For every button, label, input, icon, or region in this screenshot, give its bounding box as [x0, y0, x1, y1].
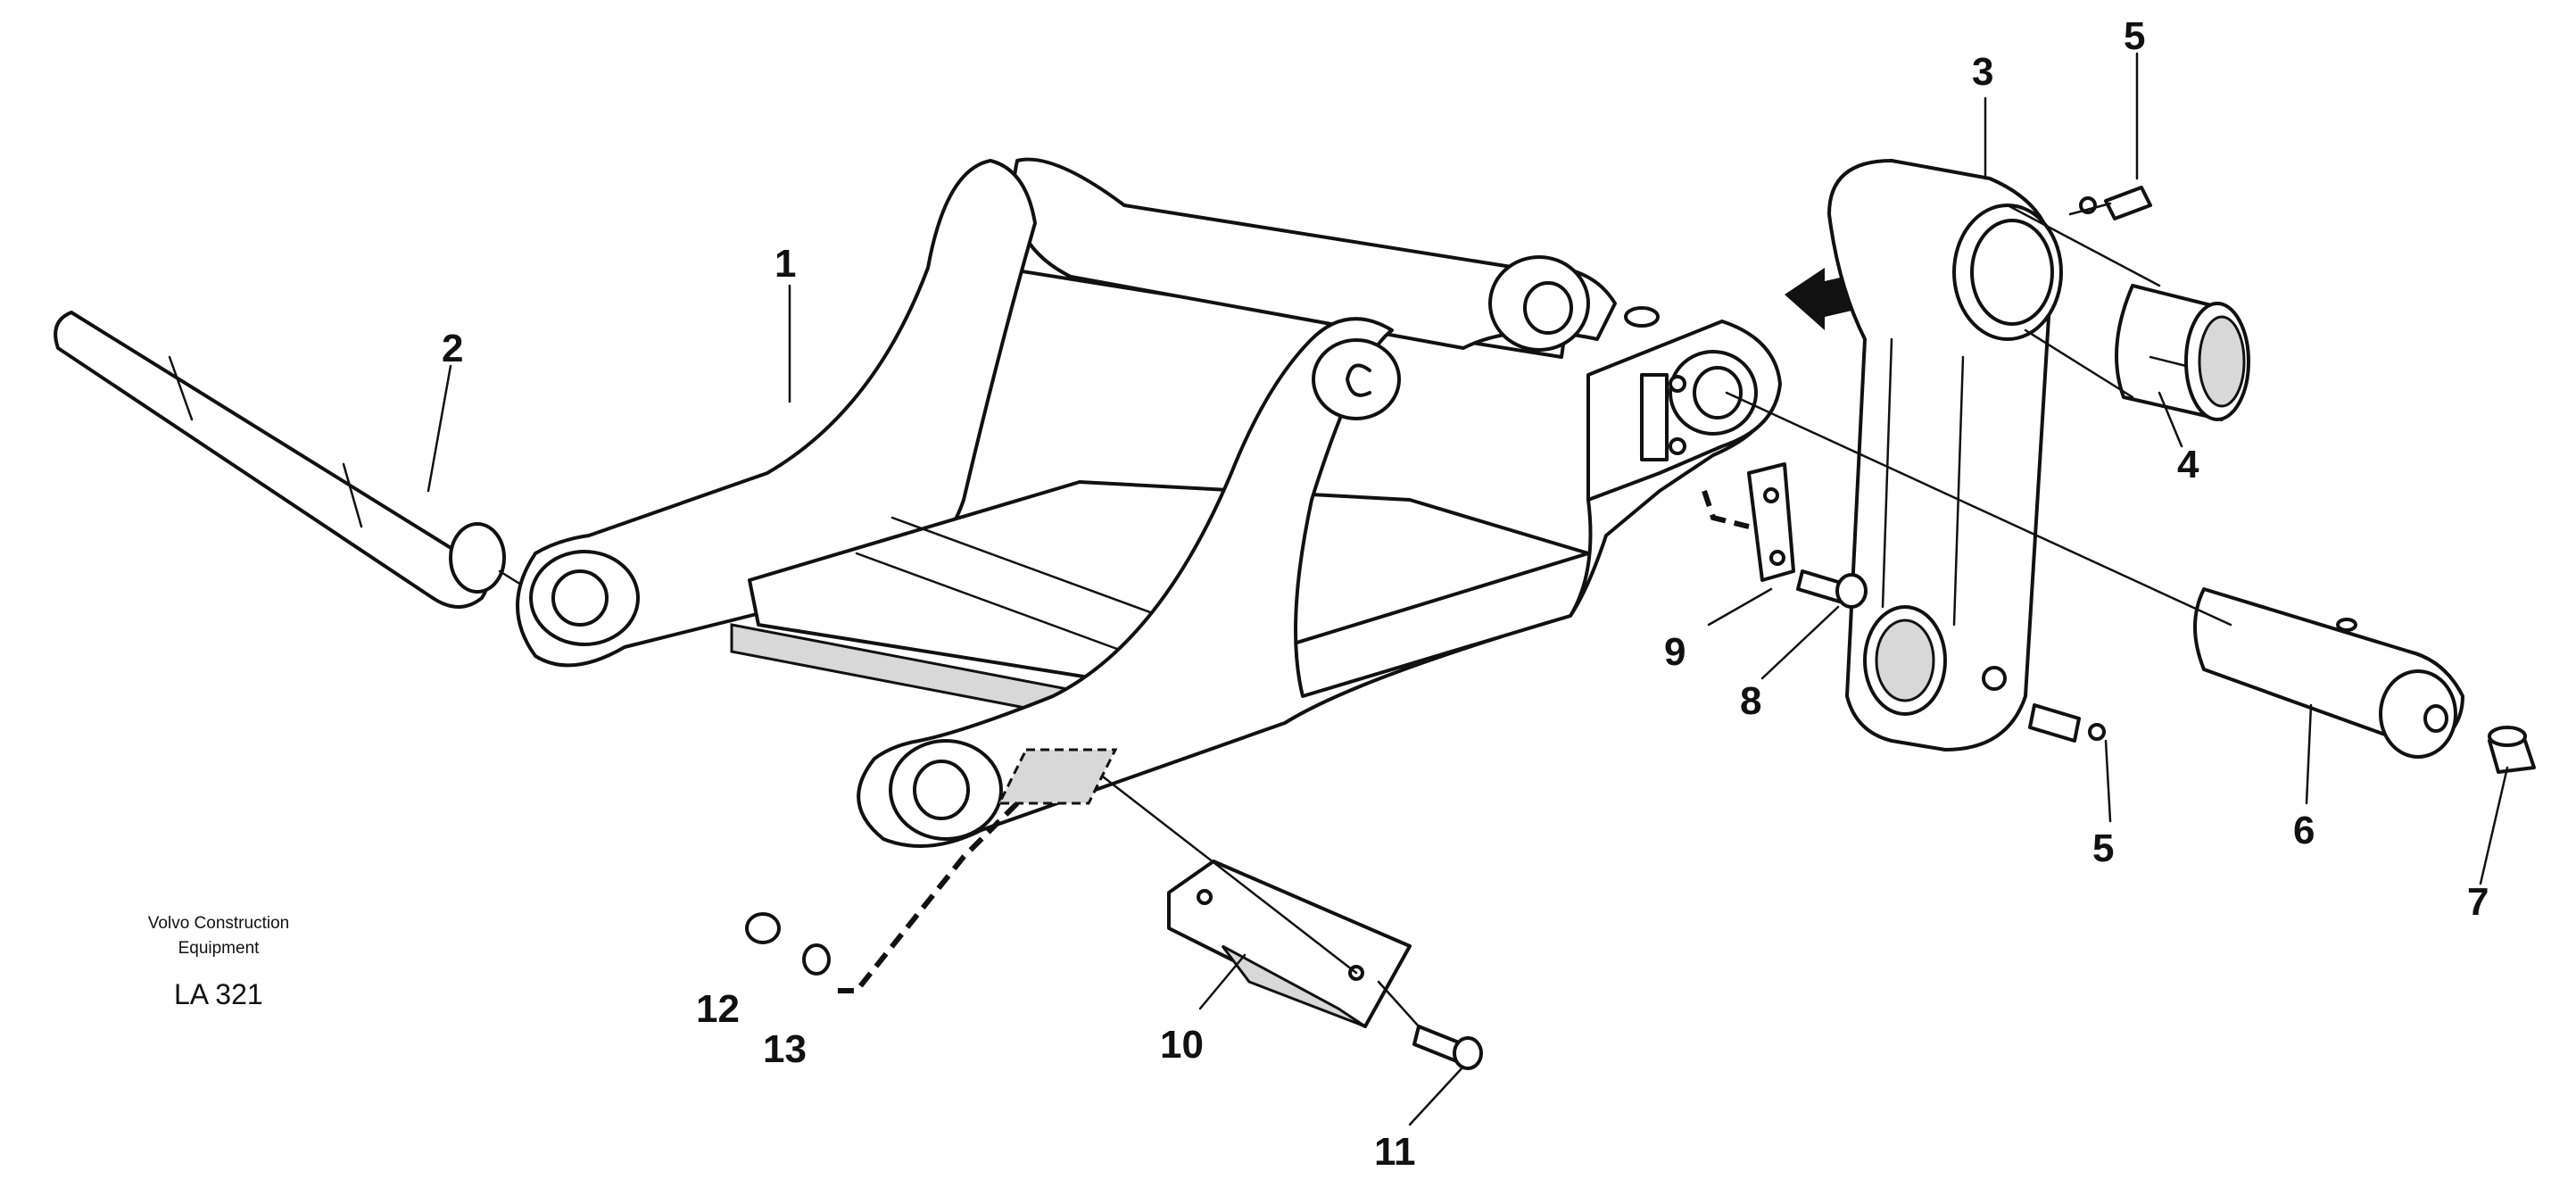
- part-12-nut: [745, 912, 781, 944]
- company-name-line2: Equipment: [178, 939, 261, 958]
- callout-5-top: 5: [2124, 14, 2145, 58]
- callout-leaders: [427, 52, 2509, 1126]
- part-10-bracket: [1167, 860, 1412, 1028]
- part-5-grease-nipple-top: [2079, 186, 2152, 220]
- part-3-link: [1827, 159, 2063, 752]
- callout-5-bottom: 5: [2092, 826, 2114, 870]
- part-8-screw: [1796, 569, 1868, 609]
- callout-7: 7: [2467, 880, 2489, 924]
- drawing-code: LA 321: [174, 978, 263, 1010]
- callout-1: 1: [774, 242, 796, 286]
- part-5-grease-nipple-bottom: [2028, 703, 2106, 743]
- part-1-arm-frame: [516, 157, 1782, 848]
- part-6-pin: [2193, 587, 2464, 759]
- callout-labels: 1 2 3 4 5 5 6 7 8 9 10 11 12 13: [442, 14, 2489, 1174]
- callout-9: 9: [1664, 630, 1686, 674]
- part-7-plug: [2488, 726, 2536, 774]
- part-11-bolt: [1412, 1025, 1483, 1070]
- assembly-lines: [830, 202, 2232, 1028]
- callout-4: 4: [2177, 443, 2199, 486]
- callout-11: 11: [1374, 1130, 1416, 1174]
- callout-10: 10: [1160, 1023, 1204, 1067]
- company-name-line1: Volvo Construction: [148, 914, 289, 933]
- part-13-washer: [802, 943, 831, 976]
- part-4-bushing: [2115, 284, 2250, 421]
- callout-3: 3: [1972, 50, 1993, 94]
- part-2-long-pin: [54, 311, 573, 618]
- drawing-caption: Volvo Construction Equipment LA 321: [148, 914, 289, 1010]
- callout-6: 6: [2293, 809, 2315, 852]
- part-9-lock-plate: [1747, 462, 1795, 582]
- callout-13: 13: [763, 1027, 807, 1071]
- callout-2: 2: [442, 327, 463, 370]
- callout-8: 8: [1740, 679, 1761, 723]
- callout-12: 12: [696, 987, 740, 1031]
